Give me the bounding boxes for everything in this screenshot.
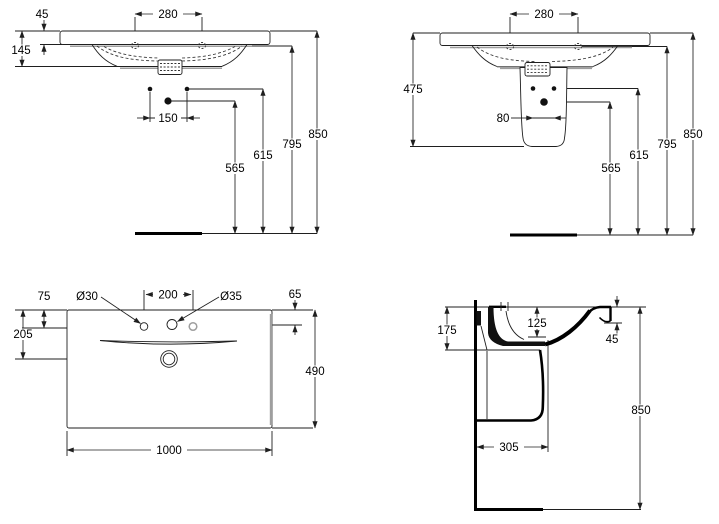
dim-dia30: Ø30 [76, 291, 98, 303]
dim-80: 80 [497, 113, 510, 125]
dim-850: 850 [683, 129, 702, 141]
dim-280: 280 [158, 9, 177, 21]
extension-lines [15, 17, 317, 234]
dim-175: 175 [437, 325, 456, 337]
leader-dia30 [100, 296, 141, 324]
dim-45: 45 [606, 334, 619, 346]
front-view-basin: 280 45 145 150 565 615 795 850 [7, 8, 331, 235]
bowl-hidden-left [476, 46, 536, 62]
dimensions: 280 45 145 150 565 615 795 850 [7, 8, 331, 234]
dim-205: 205 [13, 329, 32, 341]
front-rim [587, 305, 611, 314]
dim-125: 125 [527, 318, 546, 330]
supply-point-right [184, 86, 190, 92]
dim-dia35: Ø35 [220, 291, 242, 303]
dim-200: 200 [158, 290, 177, 302]
supply-point-right [551, 86, 557, 91]
dim-75: 75 [38, 291, 51, 303]
bowl-front-edge-arc [99, 340, 238, 345]
dim-795: 795 [282, 139, 301, 151]
dim-280: 280 [534, 9, 553, 21]
dim-795: 795 [657, 139, 676, 151]
dim-145: 145 [11, 45, 30, 57]
dim-45: 45 [36, 9, 49, 21]
bowl-left-edge [91, 44, 118, 67]
bowl-front-wall [544, 309, 592, 347]
dim-150: 150 [158, 113, 177, 125]
bowl-back-section [488, 307, 545, 346]
dim-305: 305 [499, 442, 518, 454]
dim-565: 565 [601, 163, 620, 175]
basin-section-profile [476, 302, 612, 351]
wall-bracket [476, 311, 481, 326]
waste-hole [160, 350, 178, 368]
basin-slab [59, 30, 271, 45]
supply-point-left [147, 86, 153, 92]
bowl-hidden-right [181, 45, 243, 62]
connection-points [147, 86, 190, 105]
bowl-right-edge [592, 45, 619, 67]
waste-outlet-box [524, 62, 551, 77]
dim-1000: 1000 [156, 445, 182, 457]
tap-hole-left [139, 322, 149, 331]
dimensions: 175 125 45 305 850 [433, 296, 655, 510]
dim-615: 615 [253, 150, 272, 162]
dim-850: 850 [308, 129, 327, 141]
dim-615: 615 [629, 150, 648, 162]
fixing-hole-left [130, 42, 140, 49]
side-section-view: 175 125 45 305 850 [433, 296, 655, 511]
plan-view: 75 Ø30 200 Ø35 65 205 490 1000 [9, 289, 329, 457]
dimensions: 75 Ø30 200 Ø35 65 205 490 1000 [9, 289, 329, 457]
dim-565: 565 [225, 163, 244, 175]
fixing-hole-left [505, 43, 515, 50]
bowl-hidden-right [551, 46, 614, 62]
dimensions: 280 475 80 565 615 795 850 [400, 8, 706, 236]
basin-outline [439, 32, 651, 70]
bowl-inner-surface [505, 310, 525, 340]
dim-850: 850 [631, 405, 650, 417]
waste-point [164, 97, 172, 105]
basin-plan-outline [66, 309, 273, 429]
dim-490: 490 [305, 366, 324, 378]
pedestal-front [476, 349, 545, 422]
fixing-hole-right [197, 42, 207, 49]
semi-pedestal-section [476, 349, 545, 422]
supply-point-left [530, 86, 536, 91]
waste-point [540, 98, 548, 106]
bowl-hidden-left [96, 45, 159, 62]
front-view-semi-pedestal: 280 475 80 565 615 795 850 [400, 8, 706, 237]
tap-hole-right-optional [188, 321, 198, 332]
connection-points [530, 86, 557, 106]
dim-65: 65 [289, 289, 302, 301]
bowl-right-edge [221, 44, 248, 67]
leader-dia35 [177, 296, 220, 322]
dim-475: 475 [403, 84, 422, 96]
tap-hole-center [166, 319, 178, 330]
bowl-left-edge [471, 45, 498, 67]
basin-slab [439, 32, 651, 46]
basin-outline [59, 30, 271, 75]
semi-pedestal [519, 67, 568, 147]
fixing-hole-right [573, 43, 583, 50]
